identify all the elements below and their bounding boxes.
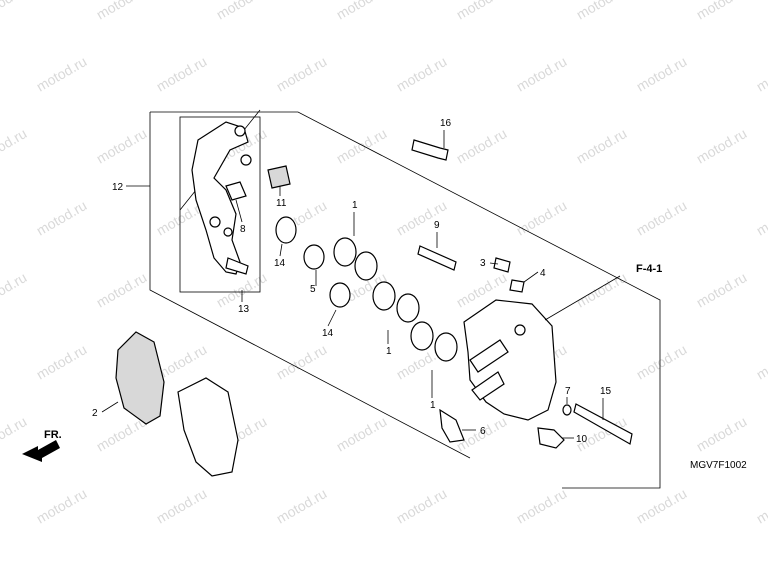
watermark-text: motod.ru [94, 0, 150, 23]
callout-number: 14 [322, 328, 334, 339]
watermark-text: motod.ru [34, 53, 90, 94]
brake-pads [115, 331, 239, 477]
callout-number: 4 [540, 268, 546, 279]
retainer-clip [225, 181, 247, 201]
watermark-text: motod.ru [754, 53, 768, 94]
watermark-text: motod.ru [274, 53, 330, 94]
callout-leader-line [279, 243, 283, 257]
watermark-text: motod.ru [754, 485, 768, 526]
watermark-text: motod.ru [694, 0, 750, 23]
caliper-bolt [411, 139, 449, 161]
callout-number: 11 [276, 198, 287, 209]
piston-seals [333, 237, 458, 362]
watermark-text: motod.ru [754, 341, 768, 382]
pin-boot [267, 165, 291, 189]
watermark-text: motod.ru [694, 269, 750, 310]
callout-number: 1 [430, 400, 436, 411]
watermark-text: motod.ru [0, 269, 29, 310]
callout-leader-line [327, 309, 337, 327]
callout-number: 14 [274, 258, 286, 269]
callout-number: 7 [565, 386, 571, 397]
reference-label: F-4-1 [636, 263, 662, 275]
callout-number: 15 [600, 386, 612, 397]
callout-number: 16 [440, 118, 452, 129]
watermark-text: motod.ru [94, 125, 150, 166]
watermark-text: motod.ru [694, 413, 750, 454]
pad-pin [573, 403, 633, 445]
watermark-text: motod.ru [634, 197, 690, 238]
callout-number: 1 [386, 346, 392, 357]
watermark-text: motod.ru [634, 53, 690, 94]
watermark-text: motod.ru [334, 0, 390, 23]
callout-leader-line [489, 262, 499, 265]
callout-number: 8 [240, 224, 246, 235]
callout-number: 13 [238, 304, 250, 315]
watermark-text: motod.ru [274, 485, 330, 526]
watermark-text: motod.ru [634, 341, 690, 382]
watermark-text: motod.ru [454, 125, 510, 166]
watermark-text: motod.ru [574, 0, 630, 23]
callout-number: 2 [92, 408, 98, 419]
watermark-text: motod.ru [634, 485, 690, 526]
pistons [275, 216, 351, 308]
callout-number: 6 [480, 426, 486, 437]
watermark-text: motod.ru [754, 197, 768, 238]
watermark-text: motod.ru [34, 197, 90, 238]
direction-label: FR. [44, 429, 62, 441]
watermark-text: motod.ru [514, 197, 570, 238]
bleeder-screw [493, 257, 511, 273]
watermark-text: motod.ru [214, 0, 270, 23]
callout-number: 10 [576, 434, 588, 445]
callout-number: 1 [352, 200, 358, 211]
slide-pin [417, 245, 457, 271]
diagram-code: MGV7F1002 [690, 460, 747, 471]
watermark-text: motod.ru [0, 125, 29, 166]
callout-number: 5 [310, 284, 316, 295]
watermark-text: motod.ru [334, 413, 390, 454]
watermark-text: motod.ru [394, 197, 450, 238]
bleeder-cap [509, 279, 525, 293]
watermark-text: motod.ru [454, 0, 510, 23]
watermark-text: motod.ru [34, 485, 90, 526]
watermark-text: motod.ru [514, 53, 570, 94]
watermark-text: motod.ru [154, 485, 210, 526]
watermark-text: motod.ru [274, 341, 330, 382]
watermark-text: motod.ru [0, 413, 29, 454]
watermark-text: motod.ru [0, 0, 29, 23]
front-direction-indicator: FR. [22, 429, 62, 462]
caliper-body [463, 299, 557, 421]
watermark-text: motod.ru [334, 125, 390, 166]
watermark-text: motod.ru [694, 125, 750, 166]
callout-leader-line [523, 271, 539, 283]
watermark-text: motod.ru [574, 269, 630, 310]
callout-leader-line [235, 199, 243, 223]
watermark-text: motod.ru [94, 269, 150, 310]
watermark-text: motod.ru [154, 53, 210, 94]
watermark-text: motod.ru [514, 485, 570, 526]
caliper-bracket [191, 121, 252, 275]
watermark-text: motod.ru [394, 485, 450, 526]
watermark-text: motod.ru [394, 53, 450, 94]
callout-number: 12 [112, 182, 124, 193]
callout-leader-line [101, 401, 119, 413]
watermark-text: motod.ru [574, 125, 630, 166]
watermark-text: motod.ru [34, 341, 90, 382]
washer [562, 404, 572, 416]
callout-number: 3 [480, 258, 486, 269]
pad-spring [439, 408, 465, 443]
callout-number: 9 [434, 220, 440, 231]
pin-plug [537, 427, 565, 449]
